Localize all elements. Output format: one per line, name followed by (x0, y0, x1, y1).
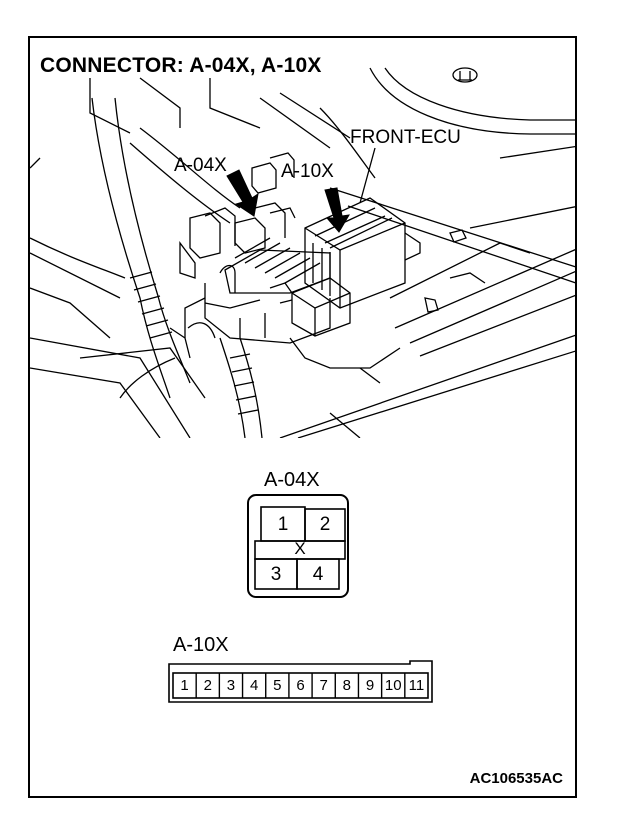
page-title: CONNECTOR: A-04X, A-10X (40, 54, 322, 77)
connector-a10x-pin-11: 11 (408, 677, 425, 694)
connector-a10x-pin-4: 4 (249, 677, 259, 694)
connector-a10x-pin-7: 7 (319, 677, 328, 694)
connector-a10x-pin-9: 9 (365, 677, 375, 694)
connector-a04x-pin-1: 1 (277, 514, 289, 535)
diagram-frame: CONNECTOR: A-04X, A-10X A-04X A-10X FRON… (28, 36, 577, 798)
connector-a04x-pin-3: 3 (270, 564, 282, 585)
connector-a10x-pin-3: 3 (226, 677, 236, 694)
connector-a04x-title: A-04X (264, 469, 320, 491)
engine-bay-illustration: CONNECTOR: A-04X, A-10X A-04X A-10X FRON… (30, 38, 575, 438)
connector-a10x-title: A-10X (173, 634, 229, 656)
connector-a10x-outline (168, 660, 433, 703)
connector-a04x: 1 2 X 3 4 (247, 494, 349, 598)
connector-a04x-pin-2: 2 (319, 514, 331, 535)
label-front-ecu: FRONT-ECU (350, 127, 461, 148)
connector-a10x-pin-2: 2 (203, 677, 212, 694)
label-a04x: A-04X (174, 155, 227, 176)
connector-a04x-pin-4: 4 (312, 564, 324, 585)
label-a10x: A-10X (281, 161, 334, 182)
figure-code: AC106535AC (469, 770, 563, 787)
engine-bay-drawing (30, 67, 575, 438)
connector-a10x-pin-6: 6 (296, 677, 305, 694)
connector-a10x-pin-5: 5 (273, 677, 282, 694)
arrow-a10x (324, 187, 350, 233)
connector-a10x-pin-1: 1 (180, 677, 189, 694)
connector-a04x-key-mark: X (294, 539, 306, 558)
connector-a10x-pin-10: 10 (384, 677, 402, 694)
connector-a04x-outline (254, 506, 346, 590)
arrow-a04x (226, 169, 259, 217)
connector-a10x-pin-8: 8 (342, 677, 352, 694)
